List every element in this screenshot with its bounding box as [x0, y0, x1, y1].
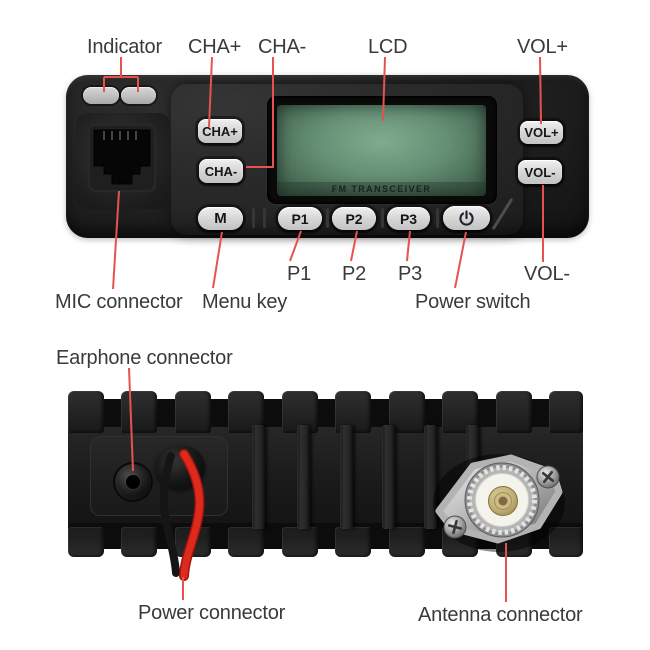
heatsink-fin: [389, 527, 425, 557]
heatsink-rib: [340, 425, 353, 529]
heatsink-rib: [382, 425, 395, 529]
cha-plus-button: CHA+: [198, 119, 242, 143]
label-menu-key: Menu key: [202, 291, 288, 313]
cha-minus-button: CHA-: [199, 159, 243, 183]
heatsink-rib: [252, 425, 265, 529]
heatsink-fin: [282, 527, 318, 557]
heatsink-fin: [68, 391, 104, 433]
label-p2: P2: [342, 263, 367, 285]
heatsink-rib: [297, 425, 310, 529]
panel-ridge: [252, 208, 255, 228]
vol-plus-button: VOL+: [520, 121, 563, 144]
label-antenna-connector: Antenna connector: [418, 604, 583, 626]
vol-minus-button: VOL-: [518, 160, 562, 184]
heatsink-fin: [175, 391, 211, 433]
heatsink-fin: [228, 527, 264, 557]
label-power-switch: Power switch: [415, 291, 531, 313]
lcd-screen: FM TRANSCEIVER: [277, 105, 486, 196]
label-p3: P3: [398, 263, 423, 285]
lcd-brand-strip: FM TRANSCEIVER: [277, 182, 486, 196]
heatsink-rib: [466, 425, 479, 529]
heatsink-fin: [175, 527, 211, 557]
label-cha-minus: CHA-: [258, 36, 307, 58]
rj45-jack-icon: [88, 124, 156, 192]
callout-menu: [212, 231, 223, 289]
label-lcd: LCD: [368, 36, 408, 58]
label-cha-plus: CHA+: [188, 36, 242, 58]
mic-connector: [76, 113, 170, 209]
p1-button: P1: [278, 207, 322, 230]
radio-rear-panel: [68, 391, 583, 558]
panel-ridge: [263, 208, 266, 228]
heatsink-fin: [549, 391, 583, 433]
panel-ridge: [381, 208, 384, 228]
indicator-led-right: [121, 87, 156, 104]
heatsink-fin: [496, 527, 532, 557]
power-cable-grommet: [155, 445, 205, 489]
heatsink-fin: [496, 391, 532, 433]
rear-connector-plate: [90, 436, 228, 516]
label-vol-plus: VOL+: [517, 36, 568, 58]
heatsink-fin: [68, 527, 104, 557]
label-earphone-connector: Earphone connector: [56, 347, 233, 369]
heatsink-fin: [442, 527, 478, 557]
heatsink-fin: [549, 527, 583, 557]
earphone-jack-hole: [126, 475, 140, 489]
earphone-jack: [115, 464, 151, 500]
power-icon: [459, 209, 474, 226]
p3-button: P3: [387, 207, 430, 230]
label-p1: P1: [287, 263, 312, 285]
label-mic-connector: MIC connector: [55, 291, 183, 313]
label-indicator: Indicator: [87, 36, 162, 58]
radio-front-panel: FM TRANSCEIVER CHA+ CHA- VOL+ VOL- M P1 …: [66, 75, 589, 238]
heatsink-fin: [121, 391, 157, 433]
lcd-bezel: FM TRANSCEIVER: [267, 96, 497, 204]
indicator-led-left: [83, 87, 119, 104]
menu-button: M: [198, 207, 243, 230]
power-button: [443, 206, 490, 230]
label-power-connector: Power connector: [138, 602, 286, 624]
label-vol-minus: VOL-: [524, 263, 570, 285]
heatsink-fin: [335, 527, 371, 557]
heatsink-rib: [424, 425, 437, 529]
callout-power-switch: [454, 231, 467, 289]
lcd-brand-text: FM TRANSCEIVER: [331, 184, 432, 194]
panel-ridge: [436, 208, 439, 228]
panel-ridge: [326, 208, 329, 228]
heatsink-fin: [121, 527, 157, 557]
p2-button: P2: [332, 207, 376, 230]
heatsink-fin: [389, 391, 425, 433]
